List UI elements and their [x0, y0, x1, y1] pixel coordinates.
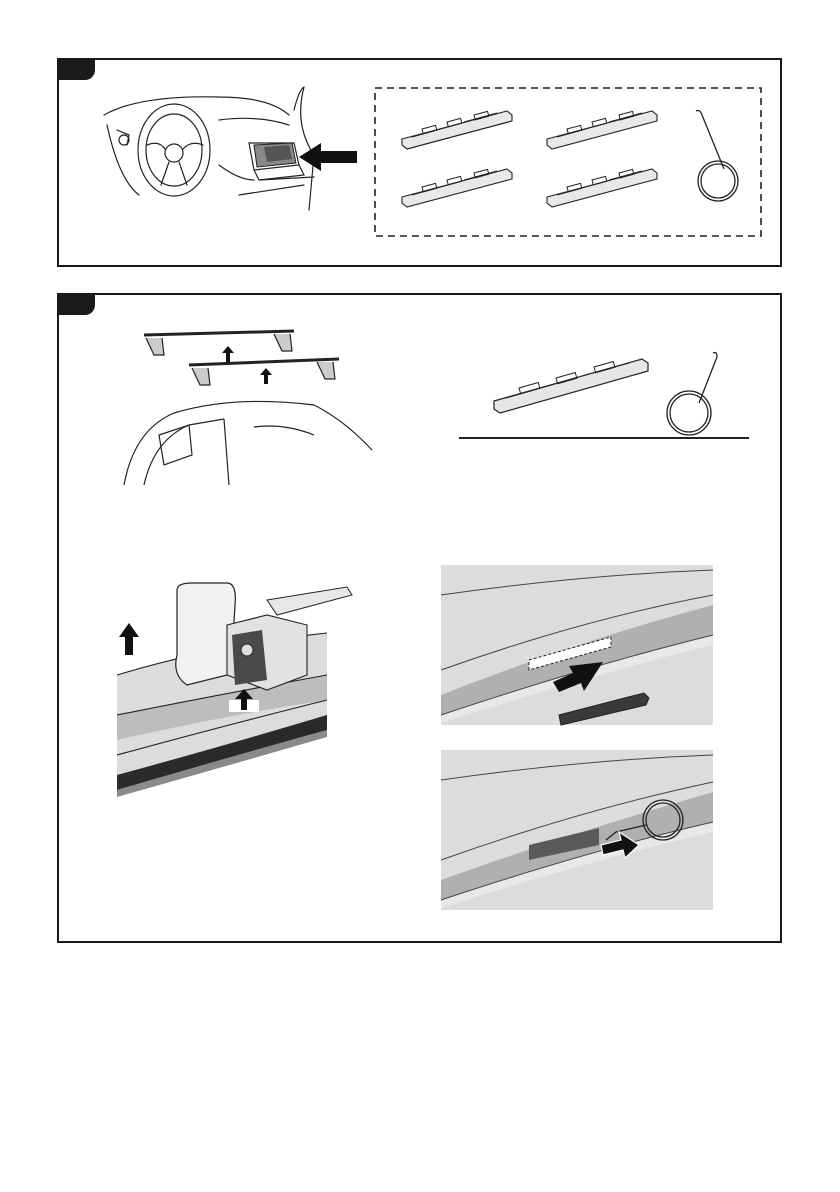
insert-strip [441, 565, 713, 725]
fitting-strip-icon [402, 169, 512, 207]
strip-and-tool [454, 345, 764, 445]
arrow-up-icon [260, 368, 272, 384]
arrow-up-icon [119, 623, 139, 655]
hook-strip [441, 750, 713, 910]
step-2-panel [57, 293, 782, 943]
spring-tool-icon [696, 111, 738, 202]
glovebox-illustration [99, 85, 369, 225]
fitting-strip-icon [494, 359, 648, 413]
fitting-strip-icon [402, 111, 512, 149]
fitting-strip-icon [547, 111, 657, 149]
foot-lift [117, 575, 367, 815]
arrow-left-icon [299, 143, 357, 171]
parts-kit [374, 87, 764, 239]
step-2-tab [57, 293, 95, 315]
remove-roof-bars [114, 325, 394, 505]
step-1-panel [57, 58, 782, 267]
spring-tool-icon [667, 353, 717, 436]
arrow-up-icon [222, 346, 234, 362]
fitting-strip-icon [547, 169, 657, 207]
step-1-tab [57, 58, 95, 80]
